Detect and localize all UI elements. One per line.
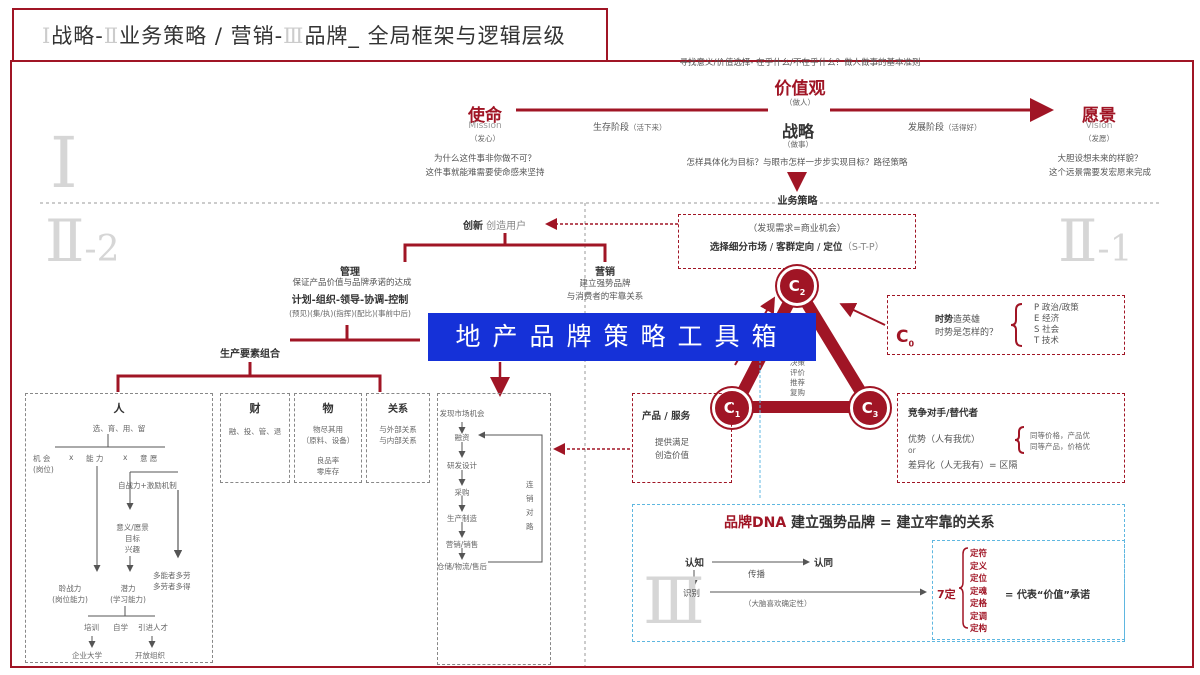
c0-label: C0 <box>896 327 915 349</box>
mission-question-1: 为什么这件事非你做不可？ <box>433 154 536 164</box>
flow-step: 研发设计 <box>447 461 477 470</box>
mission-question-2: 这件事就能难需要使命感来坚持 <box>425 168 545 178</box>
trend-box <box>887 295 1125 355</box>
seven-box <box>932 540 1125 640</box>
innovation-label: 创新 创造用户 <box>463 221 527 232</box>
vision-label: 愿景 <box>1082 106 1116 126</box>
c3-node: C3 <box>850 388 890 428</box>
seven-list: 定符 定义 定位 定魂 定格 定调 定构 <box>970 549 988 634</box>
management-title: 管理 <box>340 267 360 278</box>
flow-step: 发现市场机会 <box>439 409 485 418</box>
triangle-inside-labels: 决策 评价 推荐 复购 <box>790 358 805 397</box>
production-label: 生产要素组合 <box>220 349 280 360</box>
business-flow-box <box>437 393 551 665</box>
page-title: Ⅰ战略-Ⅱ业务策略 / 营销-Ⅲ品牌_ 全局框架与逻辑层级 <box>12 8 608 62</box>
mission-label: 使命 <box>468 106 502 126</box>
flow-step: 营销/销售 <box>445 540 479 549</box>
people-box <box>25 393 213 663</box>
flow-step: 融资 <box>454 433 470 442</box>
roman-three: Ⅲ <box>643 565 705 639</box>
roman-one: Ⅰ <box>50 122 78 204</box>
survival-stage: 生存阶段（活下来） <box>593 123 667 133</box>
relations-box <box>366 393 430 483</box>
pest-list: P 政治/政策 E 经济 S 社会 T 技术 <box>1034 303 1079 346</box>
management-chain: 计划-组织-领导-协调-控制 <box>291 295 409 306</box>
vision-question-2: 这个远景需要发宏愿来完成 <box>1048 168 1151 178</box>
marketing-title: 营销 <box>595 267 615 278</box>
values-hint: 寻找意义/价值选择- 在乎什么/不在乎什么？做人做事的基本准则 <box>679 58 921 68</box>
strategy-question: 怎样具体化为目标？与眼市怎样一步步实现目标？路径策略 <box>686 158 908 168</box>
things-box <box>294 393 362 483</box>
competitor-box <box>897 393 1125 483</box>
toolbox-banner: 地产品牌策略工具箱 <box>428 313 816 361</box>
values-label: 价值观 <box>774 79 826 99</box>
business-strategy-label: 业务策略 <box>777 196 818 207</box>
stp-line: 选择细分市场 / 客群定向 / 定位（S-T-P） <box>709 242 885 253</box>
c2-node: C2 <box>777 266 817 306</box>
product-box <box>632 393 732 483</box>
strategy-label: 战略 <box>781 122 814 141</box>
flow-loop-label: 连 销 对 路 <box>526 480 534 531</box>
money-box <box>220 393 290 483</box>
flow-step: 生产制造 <box>447 514 477 523</box>
c1-node: C1 <box>712 388 752 428</box>
vision-question-1: 大胆设想未来的样貌？ <box>1057 154 1143 164</box>
trend-question: 时势造英雄 <box>935 315 981 325</box>
flow-step: 仓储/物流/售后 <box>436 562 488 571</box>
roman-two-right: Ⅱ-1 <box>1058 207 1133 275</box>
roman-two-left: Ⅱ-2 <box>45 207 120 275</box>
flow-step: 采购 <box>454 488 470 497</box>
brand-dna-title: 品牌DNA 建立强势品牌 = 建立牢靠的关系 <box>724 515 995 531</box>
growth-stage: 发展阶段（活得好） <box>908 123 982 133</box>
